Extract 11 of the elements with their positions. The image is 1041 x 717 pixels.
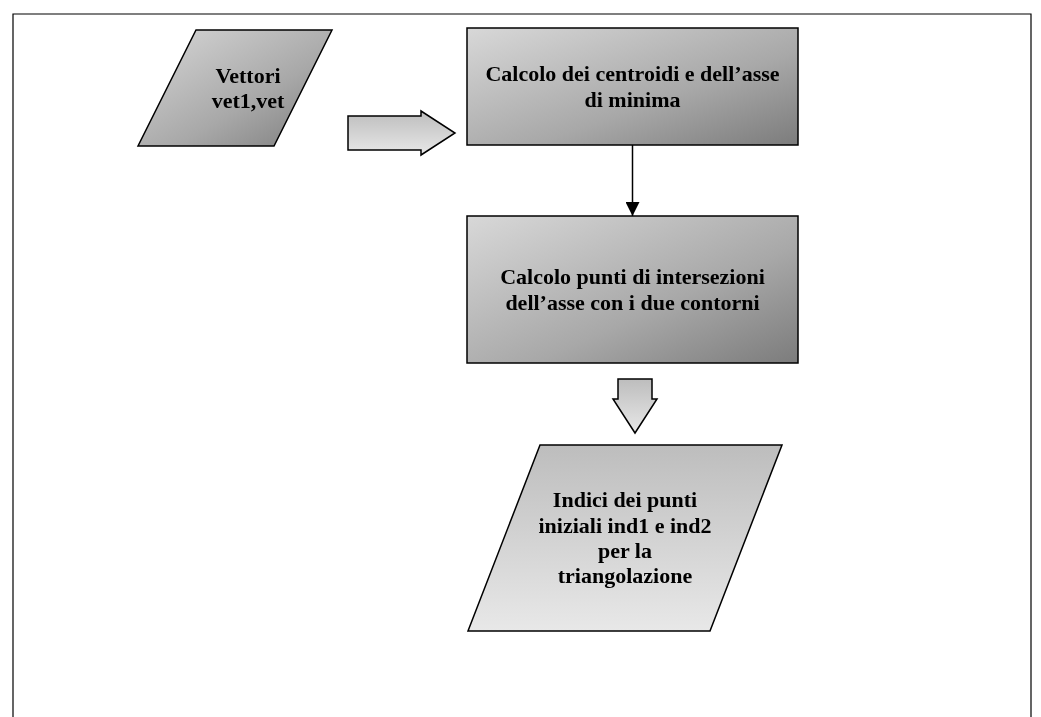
process-box bbox=[467, 28, 798, 145]
data-parallelogram bbox=[138, 30, 332, 146]
process-box bbox=[467, 216, 798, 363]
node-text: Indici dei punti iniziali ind1 e ind2 per la triangolazione bbox=[537, 487, 713, 589]
arrow bbox=[625, 144, 640, 217]
block-arrow bbox=[611, 378, 659, 435]
node-text: Calcolo dei centroidi e dell’asse di minima bbox=[484, 61, 781, 112]
node-text: Vettori vet1,vet bbox=[210, 62, 286, 114]
data-parallelogram bbox=[468, 445, 782, 631]
block-arrow bbox=[347, 109, 457, 157]
node-text: Calcolo punti di intersezioni dell’asse con i due contorni bbox=[499, 264, 766, 315]
